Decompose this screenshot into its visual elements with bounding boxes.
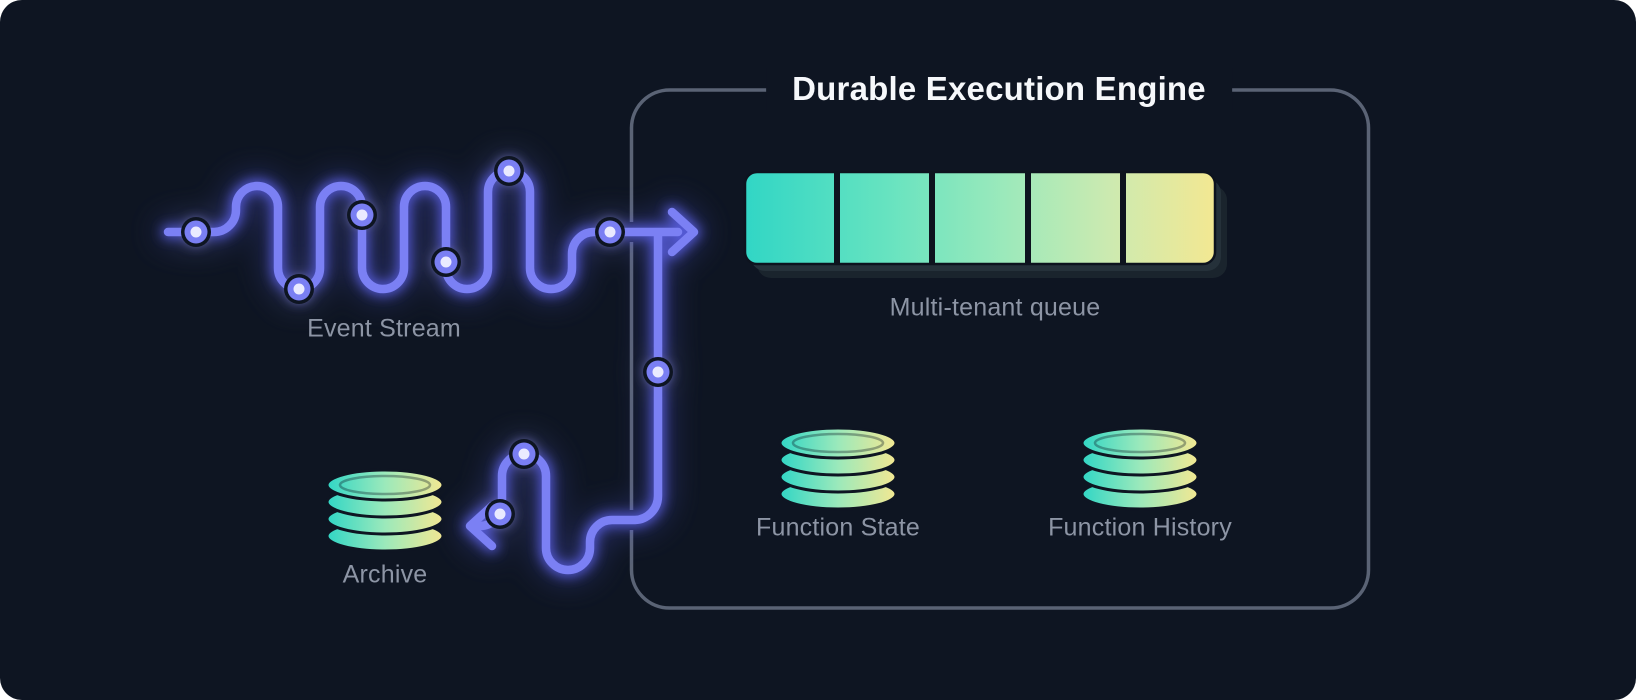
queue-gradient-bar — [743, 170, 1217, 266]
queue-separator — [1120, 172, 1126, 264]
multi-tenant-queue-label: Multi-tenant queue — [889, 293, 1101, 322]
event-stream-label: Event Stream — [307, 314, 461, 343]
engine-box-border — [629, 88, 1371, 610]
archive-database-icon — [325, 468, 445, 553]
function-history-label: Function History — [1048, 513, 1232, 542]
archive-label: Archive — [342, 560, 428, 589]
engine-title: Durable Execution Engine — [766, 68, 1232, 110]
queue-separator — [929, 172, 935, 264]
queue-separator — [1025, 172, 1031, 264]
multi-tenant-queue-bar — [743, 170, 1227, 278]
queue-separator — [834, 172, 840, 264]
function-state-label: Function State — [755, 513, 921, 542]
function-history-database-icon — [1080, 426, 1200, 511]
function-state-database-icon — [778, 426, 898, 511]
